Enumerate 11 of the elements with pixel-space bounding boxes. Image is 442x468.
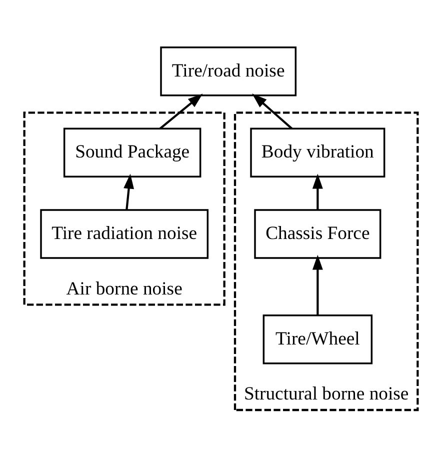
arrow [312, 254, 323, 316]
node-box: Sound Package [63, 128, 202, 178]
arrow [159, 94, 203, 130]
node-box: Chassis Force [254, 209, 382, 259]
arrow [252, 94, 293, 130]
arrow [312, 174, 323, 210]
node-box: Tire radiation noise [40, 209, 209, 259]
node-box: Tire/road noise [160, 46, 297, 96]
node-box: Body vibration [250, 128, 386, 178]
arrow [124, 174, 134, 210]
node-box: Tire/Wheel [262, 314, 373, 364]
